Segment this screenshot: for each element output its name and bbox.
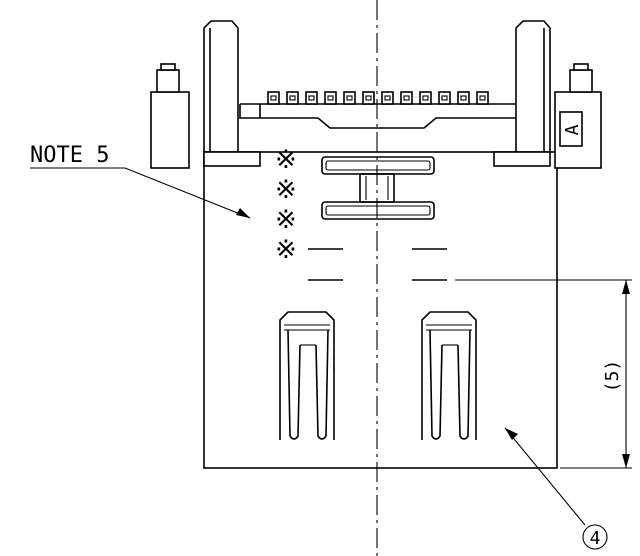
- right-mounting-post: [515, 20, 551, 152]
- housing-body: [203, 151, 558, 469]
- contact-tooth: [343, 91, 356, 105]
- center-latch: [321, 156, 435, 220]
- callout-number: 4: [590, 528, 601, 549]
- note-mark: ※: [275, 145, 297, 175]
- note-mark: ※: [275, 205, 297, 235]
- left-flange: [203, 151, 261, 167]
- right-spring-contact: [421, 311, 477, 440]
- dimension-5: (5): [455, 279, 632, 469]
- contact-tooth: [286, 91, 299, 105]
- left-side-tab: [150, 91, 190, 169]
- side-tab-label-box: [559, 111, 583, 147]
- right-flange: [493, 151, 551, 167]
- contact-tooth: [476, 91, 489, 105]
- contact-tooth: [400, 91, 413, 105]
- right-tab-pin: [569, 69, 593, 93]
- note-marks: ※ ※ ※ ※: [275, 145, 297, 265]
- note-mark: ※: [275, 175, 297, 205]
- note-mark: ※: [275, 235, 297, 265]
- slot-lines: [308, 248, 447, 281]
- callout-4: 4: [504, 427, 608, 550]
- dimension-label: (5): [602, 360, 623, 393]
- contact-tooth: [362, 91, 375, 105]
- left-spring-contact: [279, 311, 335, 440]
- contact-tooth: [381, 91, 394, 105]
- left-mounting-post: [203, 20, 239, 152]
- contact-tooth: [267, 91, 280, 105]
- contact-tooth: [324, 91, 337, 105]
- left-tab-pin: [156, 69, 180, 93]
- side-tab-label: A: [562, 124, 583, 135]
- note-label: NOTE 5: [30, 143, 109, 168]
- contact-tooth: [457, 91, 470, 105]
- note-leader: NOTE 5: [30, 143, 251, 219]
- contact-tooth: [419, 91, 432, 105]
- contact-row: [239, 91, 516, 129]
- contact-tooth: [438, 91, 451, 105]
- contact-tooth: [305, 91, 318, 105]
